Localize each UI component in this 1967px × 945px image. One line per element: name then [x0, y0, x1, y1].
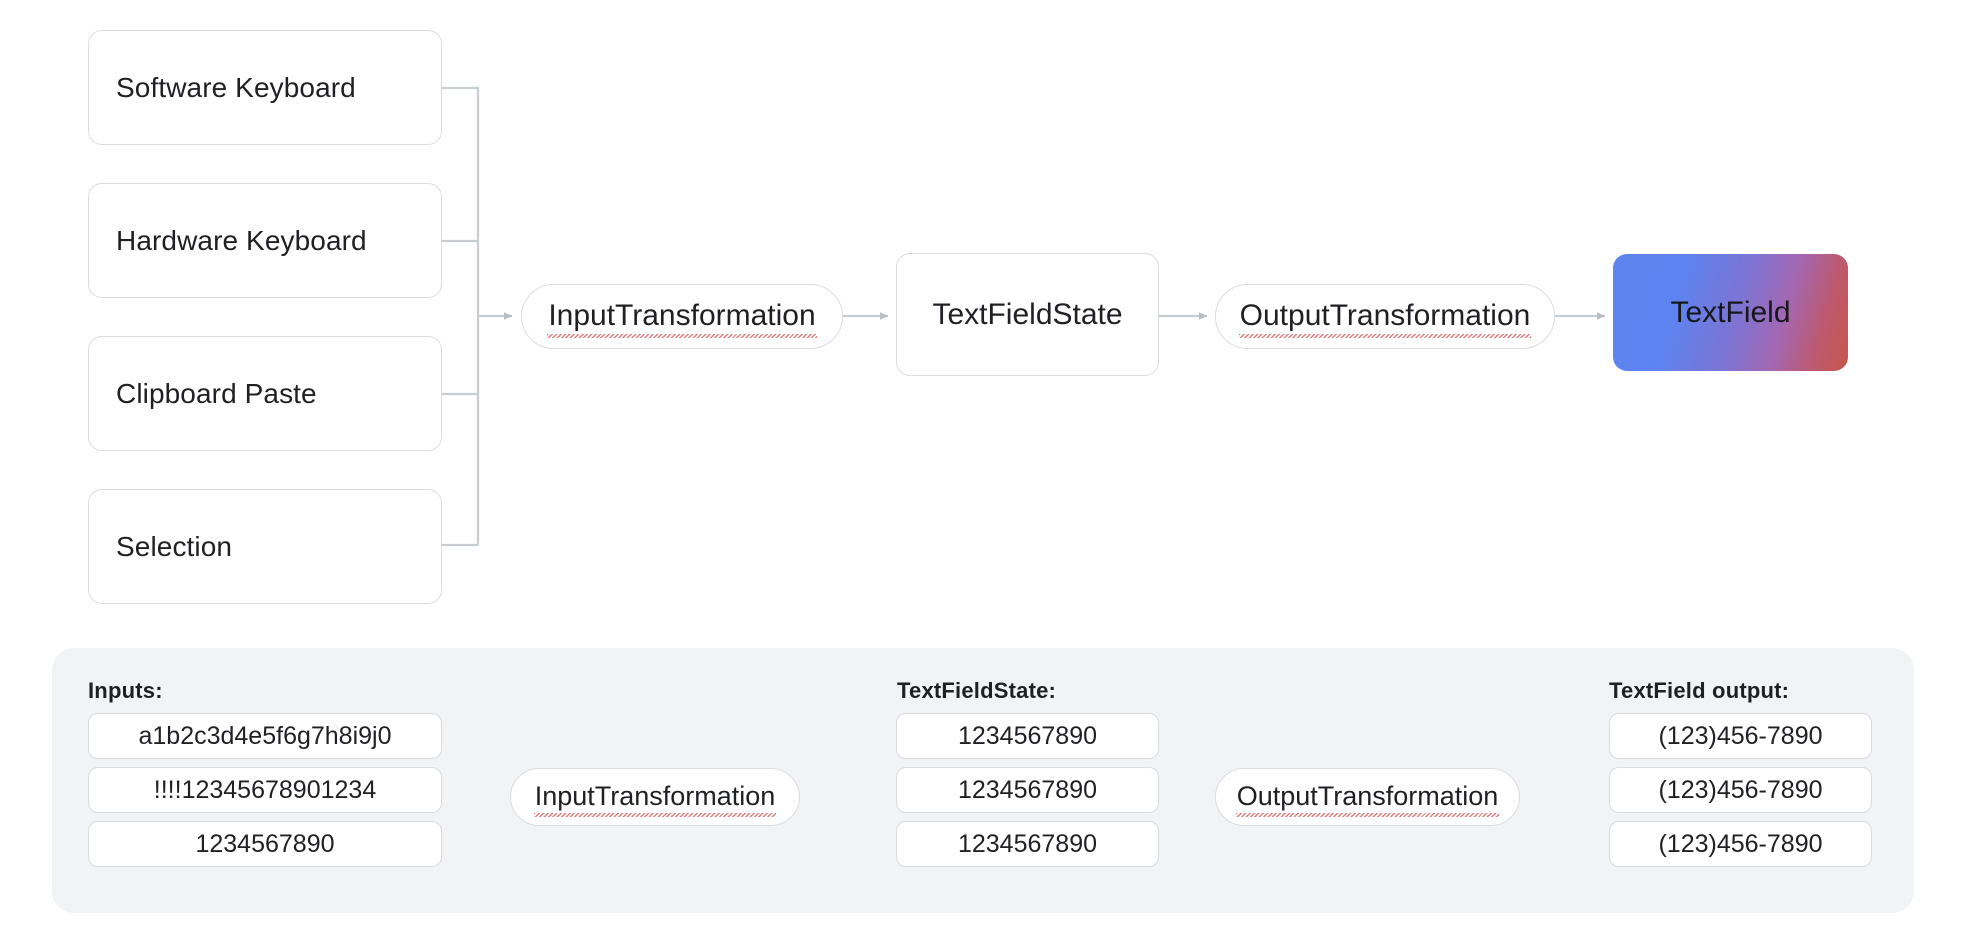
panel-input-value[interactable]: 1234567890: [88, 821, 442, 867]
panel-input-value[interactable]: !!!!12345678901234: [88, 767, 442, 813]
node-label: OutputTransformation: [1238, 299, 1532, 338]
value-text: 1234567890: [957, 775, 1098, 804]
wire-sources-to-input-transformation: [442, 86, 513, 547]
panel-output-value[interactable]: (123)456-7890: [1609, 767, 1872, 813]
panel-column-label-textfield-state: TextFieldState:: [897, 678, 1057, 703]
panel-state-value[interactable]: 1234567890: [896, 713, 1159, 759]
source-box-hardware-keyboard[interactable]: Hardware Keyboard: [88, 183, 442, 298]
panel-input-value[interactable]: a1b2c3d4e5f6g7h8i9j0: [88, 713, 442, 759]
node-label: OutputTransformation: [1235, 781, 1499, 817]
panel-output-value[interactable]: (123)456-7890: [1609, 713, 1872, 759]
source-box-clipboard-paste[interactable]: Clipboard Paste: [88, 336, 442, 451]
panel-output-value[interactable]: (123)456-7890: [1609, 821, 1872, 867]
source-label: Hardware Keyboard: [116, 224, 367, 256]
node-label: InputTransformation: [533, 781, 776, 817]
source-box-selection[interactable]: Selection: [88, 489, 442, 604]
node-label: TextField: [1670, 295, 1791, 329]
panel-column-label-inputs: Inputs:: [88, 678, 163, 703]
value-text: (123)456-7890: [1658, 775, 1823, 804]
source-label: Clipboard Paste: [116, 377, 317, 409]
node-output-transformation[interactable]: OutputTransformation: [1215, 284, 1555, 349]
node-textfield-state[interactable]: TextFieldState: [896, 253, 1159, 376]
panel-column-label-textfield-output: TextField output:: [1609, 678, 1790, 703]
panel-state-value[interactable]: 1234567890: [896, 767, 1159, 813]
value-text: 1234567890: [957, 829, 1098, 858]
source-box-software-keyboard[interactable]: Software Keyboard: [88, 30, 442, 145]
value-text: (123)456-7890: [1658, 721, 1823, 750]
node-label: TextFieldState: [932, 297, 1123, 331]
node-label: InputTransformation: [547, 299, 818, 338]
value-text: 1234567890: [957, 721, 1098, 750]
source-label: Selection: [116, 530, 233, 562]
node-textfield[interactable]: TextField: [1613, 254, 1848, 371]
value-text: 1234567890: [195, 829, 335, 858]
value-text: (123)456-7890: [1658, 829, 1823, 858]
source-label: Software Keyboard: [116, 71, 356, 103]
panel-node-output-transformation[interactable]: OutputTransformation: [1215, 768, 1520, 826]
panel-state-value[interactable]: 1234567890: [896, 821, 1159, 867]
node-input-transformation[interactable]: InputTransformation: [521, 284, 843, 349]
value-text: a1b2c3d4e5f6g7h8i9j0: [138, 721, 392, 750]
value-text: !!!!12345678901234: [153, 775, 377, 804]
panel-node-input-transformation[interactable]: InputTransformation: [510, 768, 800, 826]
